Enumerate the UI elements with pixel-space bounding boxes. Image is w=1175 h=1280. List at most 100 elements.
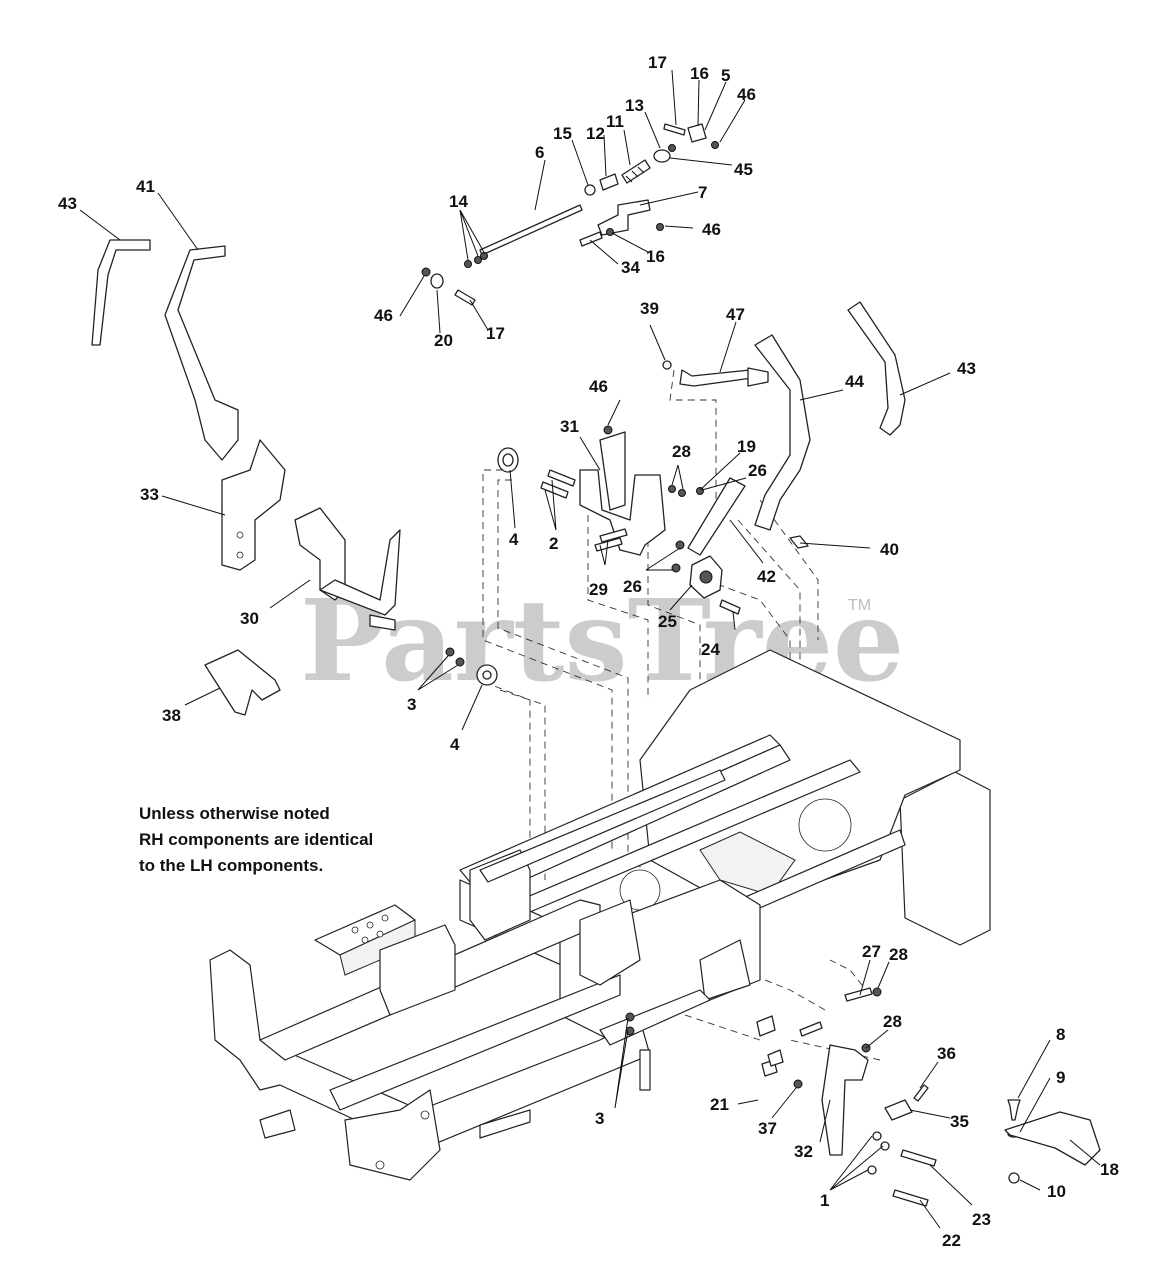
callout-46-top: 46 xyxy=(737,85,756,104)
callout-45: 45 xyxy=(734,160,753,179)
callout-35: 35 xyxy=(950,1112,969,1131)
handle-grip-43-left xyxy=(91,239,151,346)
callout-46-bracket: 46 xyxy=(702,220,721,239)
bracket-7 xyxy=(597,199,651,236)
callout-24: 24 xyxy=(701,640,720,659)
callout-14: 14 xyxy=(449,192,468,211)
callout-43-right: 43 xyxy=(957,359,976,378)
callout-13: 13 xyxy=(625,96,644,115)
callout-28-right: 28 xyxy=(889,945,908,964)
callout-22: 22 xyxy=(942,1231,961,1250)
callout-34: 34 xyxy=(621,258,640,277)
nuts-28-26-upper xyxy=(668,485,704,497)
footplate-holes xyxy=(351,914,389,944)
stud-39 xyxy=(662,360,672,370)
pivot-bracket-32 xyxy=(821,1043,871,1156)
callout-10: 10 xyxy=(1047,1182,1066,1201)
bracket-30 xyxy=(294,507,401,631)
washer-37 xyxy=(793,1079,803,1089)
callout-18: 18 xyxy=(1100,1160,1119,1179)
nuts-3-upper xyxy=(445,647,465,667)
callout-17-lower: 17 xyxy=(486,324,505,343)
control-lever-41 xyxy=(164,245,239,461)
callout-37: 37 xyxy=(758,1119,777,1138)
leader-lines xyxy=(79,69,1101,1229)
damper-47 xyxy=(679,367,769,387)
callout-17-upper: 17 xyxy=(648,53,667,72)
cover-plate-38 xyxy=(204,649,281,716)
callout-39: 39 xyxy=(640,299,659,318)
control-lever-44 xyxy=(754,334,811,531)
callout-41: 41 xyxy=(136,177,155,196)
callout-32: 32 xyxy=(794,1142,813,1161)
bolts-29 xyxy=(594,528,628,552)
callout-4-upper: 4 xyxy=(509,530,519,549)
callout-26-lower: 26 xyxy=(623,577,642,596)
callout-7: 7 xyxy=(698,183,707,202)
callout-20: 20 xyxy=(434,331,453,350)
bolt-40 xyxy=(789,535,809,549)
bolt-34 xyxy=(579,231,603,247)
callout-16-lower: 16 xyxy=(646,247,665,266)
handle-grip-43-right xyxy=(847,301,906,436)
callout-28-upper: 28 xyxy=(672,442,691,461)
callout-29: 29 xyxy=(589,580,608,599)
bushing-12 xyxy=(599,173,619,191)
bolt-36 xyxy=(913,1084,929,1102)
callout-23: 23 xyxy=(972,1210,991,1229)
callout-38: 38 xyxy=(162,706,181,725)
callout-40: 40 xyxy=(880,540,899,559)
washer-13 xyxy=(653,149,671,163)
bearing-flange-25 xyxy=(671,540,723,599)
callout-21: 21 xyxy=(710,1095,729,1114)
spacer-21 xyxy=(756,1015,784,1077)
callout-43-left: 43 xyxy=(58,194,77,213)
note-line-2: RH components are identical xyxy=(139,830,374,849)
callout-26-upper: 26 xyxy=(748,461,767,480)
bolts-2 xyxy=(540,469,576,499)
callout-42: 42 xyxy=(757,567,776,586)
callout-44: 44 xyxy=(845,372,864,391)
bolt-17-lower xyxy=(454,289,476,306)
rod-6 xyxy=(479,204,583,256)
note-line-1: Unless otherwise noted xyxy=(139,804,330,823)
pivot-bushing-4-lower xyxy=(476,664,498,686)
pivot-bushing-4-upper xyxy=(497,447,519,473)
callout-33: 33 xyxy=(140,485,159,504)
callout-11: 11 xyxy=(606,112,624,131)
callout-47: 47 xyxy=(726,305,745,324)
callout-12: 12 xyxy=(586,124,605,143)
callout-9: 9 xyxy=(1056,1068,1065,1087)
callout-4-lower: 4 xyxy=(450,735,460,754)
bolt-23 xyxy=(900,1149,937,1167)
callout-46-rod-end: 46 xyxy=(374,306,393,325)
bolt-27 xyxy=(799,987,882,1037)
callout-27: 27 xyxy=(862,942,881,961)
callout-15: 15 xyxy=(553,124,572,143)
bolt-17-upper xyxy=(663,123,686,136)
callout-6: 6 xyxy=(535,143,544,162)
rod-end-20 xyxy=(421,267,444,289)
callout-16-upper: 16 xyxy=(690,64,709,83)
nut-46-bracket xyxy=(606,223,664,236)
main-frame-chassis xyxy=(209,649,991,1181)
callout-3-upper: 3 xyxy=(407,695,416,714)
bolt-24 xyxy=(719,599,741,615)
callout-31: 31 xyxy=(560,417,579,436)
nut-10 xyxy=(1008,1172,1020,1184)
callout-30: 30 xyxy=(240,609,259,628)
cover-plate-18 xyxy=(1004,1111,1101,1166)
link-42 xyxy=(687,477,746,556)
callout-1: 1 xyxy=(820,1191,829,1210)
callout-19: 19 xyxy=(737,437,756,456)
callout-28-lower: 28 xyxy=(883,1012,902,1031)
callout-5: 5 xyxy=(721,66,730,85)
pivot-bracket-31 xyxy=(579,431,666,556)
assembly-note: Unless otherwise noted RH components are… xyxy=(139,801,439,879)
bolt-22 xyxy=(892,1189,929,1207)
spring-11 xyxy=(621,159,651,184)
nut-46-pivot xyxy=(603,425,613,435)
washers-1 xyxy=(867,1131,890,1175)
callout-25: 25 xyxy=(658,612,677,631)
